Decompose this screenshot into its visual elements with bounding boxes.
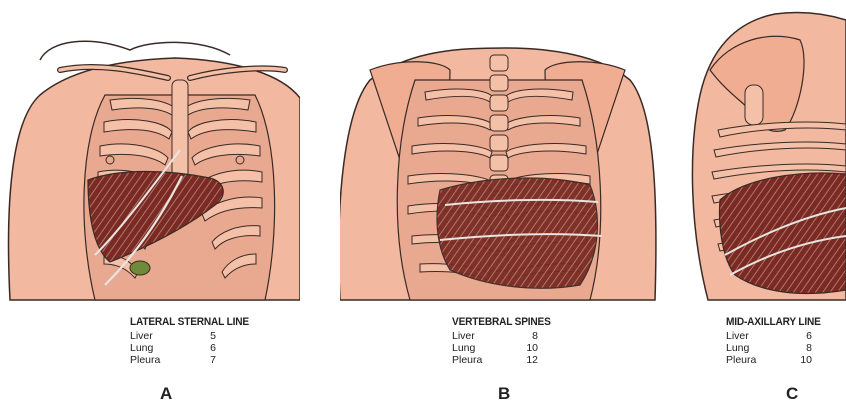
row-label: Liver bbox=[726, 330, 784, 342]
row-value: 10 bbox=[784, 354, 812, 366]
row-value: 6 bbox=[188, 342, 216, 354]
row-label: Lung bbox=[130, 342, 188, 354]
posterior-torso-illustration bbox=[340, 0, 660, 320]
caption-title: VERTEBRAL SPINES bbox=[452, 316, 551, 328]
row-value: 8 bbox=[784, 342, 812, 354]
row-value: 6 bbox=[784, 330, 812, 342]
row-value: 7 bbox=[188, 354, 216, 366]
row-label: Pleura bbox=[130, 354, 188, 366]
liver-shape bbox=[437, 178, 597, 288]
row-value: 8 bbox=[510, 330, 538, 342]
row-value: 12 bbox=[510, 354, 538, 366]
row-label: Liver bbox=[452, 330, 510, 342]
row-label: Liver bbox=[130, 330, 188, 342]
panel-letter-b: B bbox=[498, 384, 510, 404]
lateral-torso-illustration bbox=[690, 0, 846, 310]
gallbladder-shape bbox=[130, 261, 150, 275]
panel-letter-a: A bbox=[160, 384, 172, 404]
row-label: Pleura bbox=[726, 354, 784, 366]
liver-shape bbox=[720, 173, 846, 293]
row-value: 5 bbox=[188, 330, 216, 342]
row-label: Lung bbox=[452, 342, 510, 354]
row-label: Lung bbox=[726, 342, 784, 354]
caption-title: MID-AXILLARY LINE bbox=[726, 316, 821, 328]
anterior-torso-illustration bbox=[0, 0, 300, 320]
caption-title: LATERAL STERNAL LINE bbox=[130, 316, 249, 328]
row-label: Pleura bbox=[452, 354, 510, 366]
row-value: 10 bbox=[510, 342, 538, 354]
panel-letter-c: C bbox=[786, 384, 798, 404]
